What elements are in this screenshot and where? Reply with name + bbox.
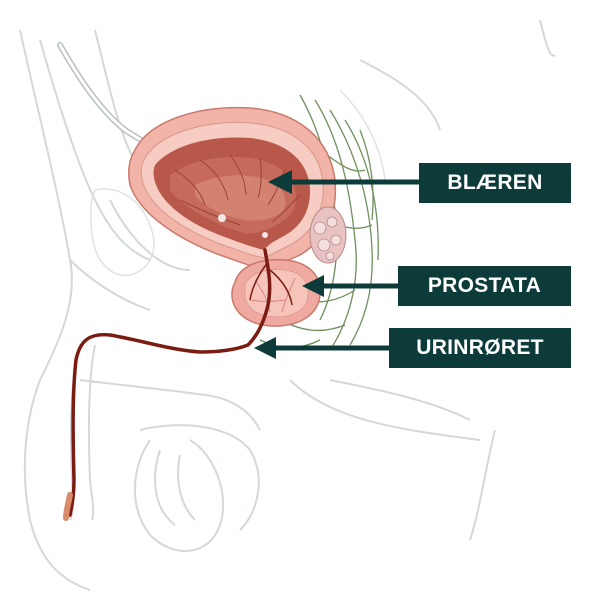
label-urethra: URINRØRET [389,328,571,368]
arrow-urethra [254,337,390,359]
prostate-gland [231,258,321,327]
label-bladder: BLÆREN [419,163,571,203]
seminal-vesicles [309,206,347,264]
spermatic-cord [57,42,163,153]
pointer-arrows [254,170,420,359]
arrow-prostate [302,275,400,297]
label-prostate: PROSTATA [398,266,571,306]
body-outline [19,19,556,591]
urethra [68,248,272,517]
label-bladder-text: BLÆREN [447,171,543,194]
bladder-folds [174,154,301,226]
pelvic-bone [90,89,386,276]
arrow-bladder [268,170,420,194]
label-prostate-text: PROSTATA [427,274,542,297]
label-urethra-text: URINRØRET [416,336,544,359]
